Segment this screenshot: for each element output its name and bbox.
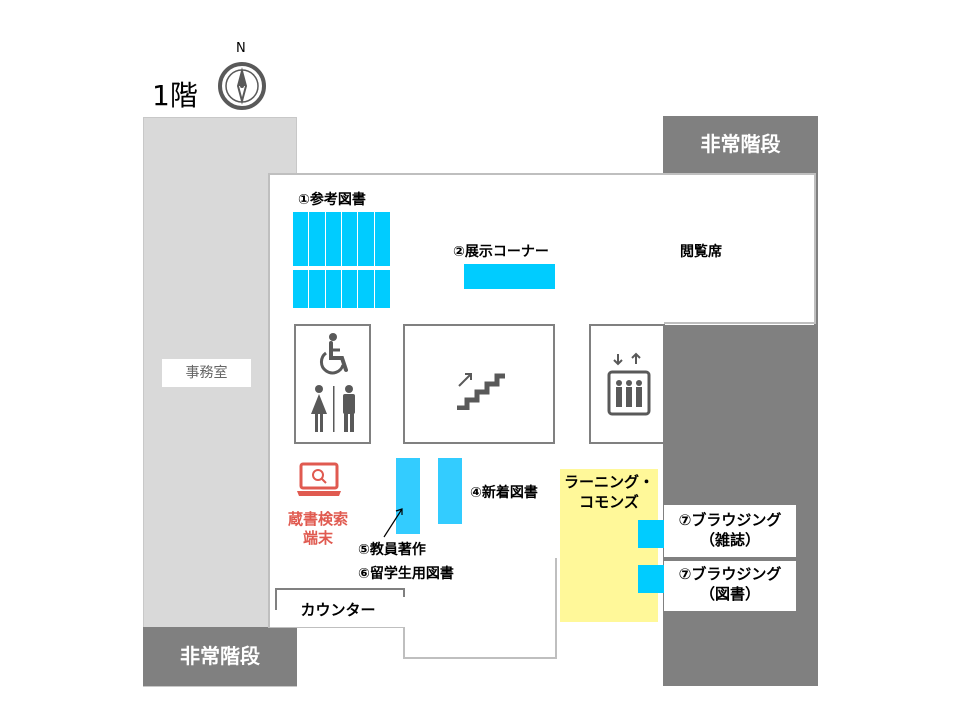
entrance-joint: [405, 624, 555, 628]
shelf: [374, 212, 390, 266]
elevator-room: [589, 324, 665, 444]
new-books-shelf: [438, 458, 462, 524]
reference-books-label: ①参考図書: [298, 192, 366, 208]
compass-north-label: N: [236, 41, 246, 56]
shelf: [293, 270, 310, 308]
emergency-stairs-bottom: 非常階段: [143, 627, 297, 686]
opac-terminal-label[interactable]: 蔵書検索 端末: [282, 510, 354, 548]
browsing-magazines-line1: ⑦ブラウジング: [678, 511, 782, 529]
reference-shelf-row-1: [293, 212, 390, 266]
commons-wall: [555, 558, 557, 626]
hall-joint: [270, 322, 814, 325]
browsing-books-box: [664, 561, 796, 611]
counter-label: カウンター: [300, 601, 376, 619]
international-books-label: ⑥留学生用図書: [358, 566, 454, 582]
stairs-icon: [455, 366, 507, 411]
pointer-arrow: [382, 505, 406, 539]
hall-divider: [664, 322, 816, 324]
exhibition-table: [464, 264, 555, 289]
browsing-books-line2: （図書）: [699, 585, 760, 603]
shelf: [325, 212, 342, 266]
laptop-icon: [296, 462, 342, 498]
browsing-books-shelf: [638, 565, 664, 593]
shelf: [358, 212, 375, 266]
shelf: [309, 270, 326, 308]
shelf: [309, 212, 326, 266]
browsing-books-label: ⑦ブラウジング （図書）: [664, 564, 796, 604]
learning-commons-line2: コモンズ: [579, 493, 639, 511]
entrance-area: [403, 626, 557, 659]
opac-label-line1: 蔵書検索: [287, 510, 348, 528]
learning-commons-label: ラーニング・ コモンズ: [560, 472, 658, 512]
stairs-room: [403, 324, 555, 444]
floor-label: 1階: [152, 79, 198, 112]
shelf: [325, 270, 342, 308]
shelf: [293, 212, 310, 266]
browsing-magazines-box: [664, 505, 796, 557]
elevator-icon: [606, 352, 652, 416]
browsing-magazines-line2: （雑誌）: [699, 531, 760, 549]
reference-shelf-row-2: [293, 270, 390, 308]
shelf: [341, 212, 359, 266]
new-books-label: ④新着図書: [470, 485, 538, 501]
browsing-magazines-shelf: [638, 520, 664, 548]
faculty-works-label: ⑤教員著作: [358, 542, 426, 558]
compass-icon: [217, 61, 267, 111]
learning-commons-line1: ラーニング・: [563, 473, 654, 491]
browsing-magazines-label: ⑦ブラウジング （雑誌）: [664, 510, 796, 550]
office-room: 事務室: [162, 359, 251, 387]
faculty-shelf: [396, 458, 420, 534]
exhibition-corner-label: ②展示コーナー: [453, 244, 549, 260]
shelf: [374, 270, 390, 308]
wheelchair-icon: [316, 332, 352, 376]
shelf: [341, 270, 359, 308]
counter-face: [277, 597, 417, 627]
opac-label-line2: 端末: [302, 529, 333, 547]
restroom-icon: [304, 384, 364, 434]
restroom-room: [294, 324, 371, 444]
reading-seats-label: 閲覧席: [680, 244, 722, 260]
emergency-stairs-top: 非常階段: [663, 116, 818, 173]
shelf: [358, 270, 375, 308]
browsing-books-line1: ⑦ブラウジング: [678, 565, 782, 583]
